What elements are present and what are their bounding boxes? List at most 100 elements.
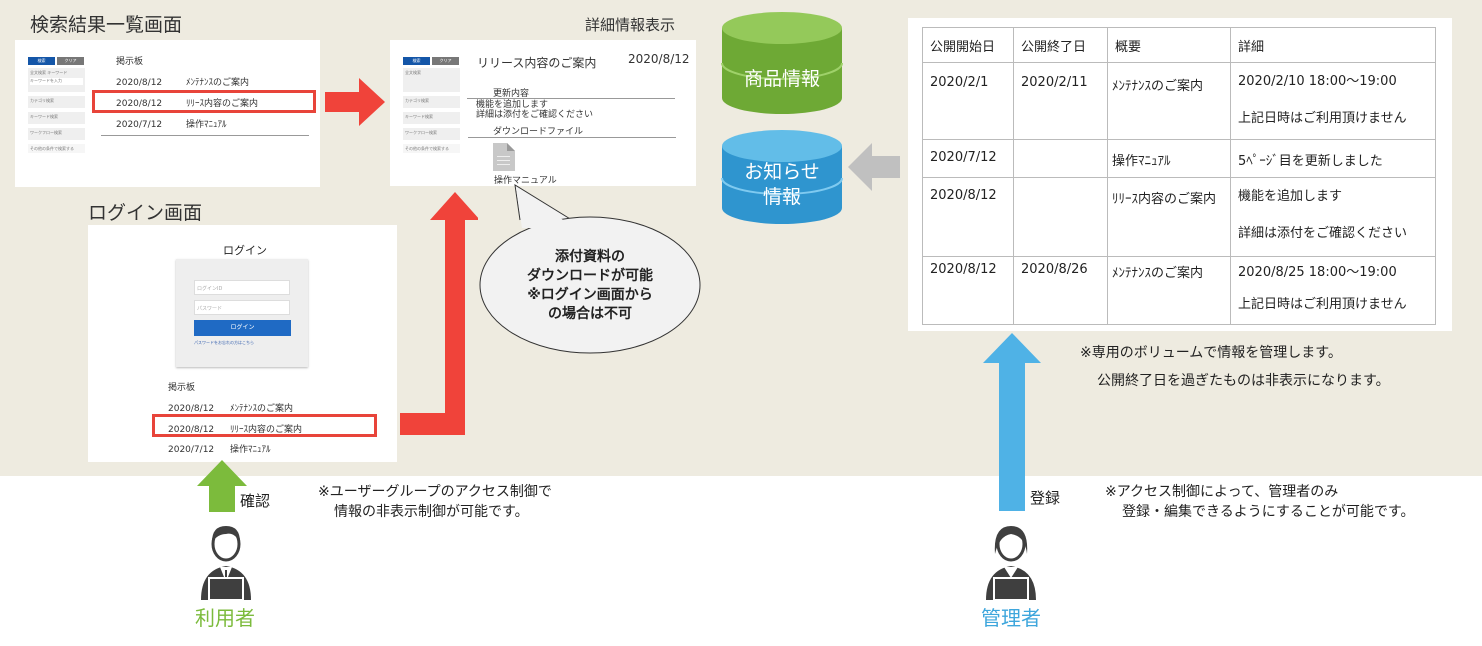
column-header: 詳細: [1230, 27, 1436, 63]
item-date: 2020/7/12: [116, 120, 163, 130]
login-heading: ログイン: [223, 244, 267, 257]
column-header: 公開開始日: [922, 27, 1014, 63]
fulltext-panel: 全文検索 キーワードキーワードを入力: [28, 68, 85, 92]
search-button[interactable]: 検索: [403, 57, 430, 65]
table-row[interactable]: 2020/8/12 ﾘﾘｰｽ内容のご案内 機能を追加します詳細は添付をご確認くだ…: [922, 177, 1436, 257]
green-arrow-up-icon: [197, 460, 247, 512]
cell-start: 2020/8/12: [922, 256, 1014, 325]
clear-button[interactable]: クリア: [432, 57, 459, 65]
label-line: お知らせ: [744, 161, 820, 183]
clear-button[interactable]: クリア: [57, 57, 84, 65]
user-access-note: ※ユーザーグループのアクセス制御で情報の非表示制御が可能です。: [318, 482, 552, 522]
user-person-icon: [201, 526, 251, 600]
note-line: ※専用のボリュームで情報を管理します。: [1080, 345, 1342, 361]
search-screen-thumbnail: 検索 クリア 全文検索 キーワードキーワードを入力 カテゴリ検索 キーワード検索…: [15, 40, 320, 187]
cell-summary: ﾒﾝﾃﾅﾝｽのご案内: [1107, 256, 1231, 325]
cell-start: 2020/8/12: [922, 177, 1014, 257]
divider: [468, 137, 676, 138]
fulltext-panel: 全文検索: [403, 68, 460, 92]
callout-line: の場合は不可: [548, 306, 632, 322]
workflow-search[interactable]: ワークフロー検索: [403, 128, 460, 140]
cell-summary: ﾒﾝﾃﾅﾝｽのご案内: [1107, 62, 1231, 140]
category-search[interactable]: カテゴリ検索: [28, 96, 85, 108]
login-card: ログインID パスワード ログイン パスワードをお忘れの方はこちら: [176, 259, 308, 367]
callout-text: 添付資料のダウンロードが可能 ※ログイン画面からの場合は不可: [500, 248, 680, 324]
workflow-search[interactable]: ワークフロー検索: [28, 128, 85, 140]
table-row[interactable]: 2020/8/12 2020/8/26 ﾒﾝﾃﾅﾝｽのご案内 2020/8/25…: [922, 256, 1436, 325]
column-header: 公開終了日: [1013, 27, 1108, 63]
login-button[interactable]: ログイン: [194, 320, 291, 336]
note-line: 登録・編集できるようにすることが可能です。: [1122, 504, 1415, 520]
cell-detail: 2020/2/10 18:00～19:00 上記日時はご利用頂けません: [1230, 62, 1436, 140]
highlight-box: [152, 414, 377, 437]
update-heading: 更新内容: [493, 89, 530, 99]
user-label: 利用者: [195, 606, 255, 630]
product-database-icon: [721, 12, 843, 114]
item-date: 2020/7/12: [168, 445, 215, 455]
highlight-box: [92, 90, 316, 113]
keyword-search[interactable]: キーワード検索: [403, 112, 460, 124]
password-input[interactable]: パスワード: [194, 300, 290, 315]
search-button[interactable]: 検索: [28, 57, 55, 65]
search-screen-title: 検索結果一覧画面: [30, 14, 183, 36]
table-header-row: 公開開始日 公開終了日 概要 詳細: [922, 27, 1436, 63]
item-date: 2020/8/12: [116, 78, 163, 88]
list-item[interactable]: 2020/7/12 操作ﾏﾆｭｱﾙ: [168, 442, 271, 455]
divider: [467, 98, 675, 99]
file-name-link[interactable]: 操作マニュアル: [494, 176, 557, 186]
board-label: 掲示板: [168, 383, 196, 393]
download-heading: ダウンロードファイル: [493, 127, 584, 137]
login-screen-title: ログイン画面: [88, 202, 203, 224]
cell-summary: 操作ﾏﾆｭｱﾙ: [1107, 139, 1231, 178]
item-date: 2020/8/12: [168, 404, 215, 414]
red-arrow-right-icon: [325, 78, 385, 126]
table-row[interactable]: 2020/2/1 2020/2/11 ﾒﾝﾃﾅﾝｽのご案内 2020/2/10 …: [922, 62, 1436, 140]
admin-action-label: 登録: [1030, 489, 1061, 507]
detail-line: 機能を追加します: [1238, 189, 1343, 204]
note-line: ※アクセス制御によって、管理者のみ: [1105, 484, 1339, 500]
other-search[interactable]: その他の条件で検索する: [28, 144, 85, 153]
detail-line: 上記日時はご利用頂けません: [1238, 111, 1407, 126]
item-subject: ﾘﾘｰｽ内容のご案内: [230, 425, 303, 435]
news-database-icon: [721, 130, 843, 224]
body-line: 機能を追加します: [476, 100, 549, 110]
detail-line: 2020/2/10 18:00～19:00: [1238, 74, 1397, 89]
callout-line: ※ログイン画面から: [527, 287, 653, 303]
admin-access-note: ※アクセス制御によって、管理者のみ登録・編集できるようにすることが可能です。: [1105, 482, 1414, 522]
detail-screen-title: 詳細情報表示: [585, 16, 676, 34]
item-subject: ﾒﾝﾃﾅﾝｽのご案内: [186, 78, 250, 88]
table-row[interactable]: 2020/7/12 操作ﾏﾆｭｱﾙ 5ﾍﾟｰｼﾞ目を更新しました: [922, 139, 1436, 178]
fulltext-label: 全文検索: [30, 70, 46, 75]
login-id-input[interactable]: ログインID: [194, 280, 290, 295]
cell-detail: 5ﾍﾟｰｼﾞ目を更新しました: [1230, 139, 1436, 178]
callout-line: ダウンロードが可能: [527, 268, 653, 284]
gray-arrow-left-icon: [848, 143, 900, 191]
other-search[interactable]: その他の条件で検索する: [403, 144, 460, 153]
detail-subject: リリース内容のご案内: [477, 56, 597, 70]
callout-line: 添付資料の: [555, 249, 625, 265]
file-icon[interactable]: [493, 143, 515, 171]
divider: [101, 135, 309, 136]
detail-line: 上記日時はご利用頂けません: [1238, 297, 1407, 312]
cell-detail: 機能を追加します詳細は添付をご確認ください: [1230, 177, 1436, 257]
volume-note: ※専用のボリュームで情報を管理します。公開終了日を過ぎたものは非表示になります。: [1080, 339, 1390, 395]
item-subject: 操作ﾏﾆｭｱﾙ: [230, 445, 271, 455]
category-search[interactable]: カテゴリ検索: [403, 96, 460, 108]
forgot-password-link[interactable]: パスワードをお忘れの方はこちら: [194, 340, 254, 345]
keyword-input[interactable]: キーワードを入力: [30, 78, 83, 85]
speech-bubble: [479, 184, 701, 354]
keyword-select[interactable]: キーワード: [47, 70, 68, 75]
blue-arrow-up-icon: [983, 333, 1041, 511]
user-action-label: 確認: [240, 492, 271, 510]
login-screen-thumbnail: ログイン ログインID パスワード ログイン パスワードをお忘れの方はこちら 掲…: [88, 225, 397, 462]
list-item[interactable]: 2020/8/12 ﾒﾝﾃﾅﾝｽのご案内: [116, 75, 249, 88]
keyword-search[interactable]: キーワード検索: [28, 112, 85, 124]
cell-end: [1013, 177, 1108, 257]
item-subject: ﾘﾘｰｽ内容のご案内: [186, 99, 259, 109]
detail-body: 機能を追加します詳細は添付をご確認ください: [476, 100, 593, 120]
